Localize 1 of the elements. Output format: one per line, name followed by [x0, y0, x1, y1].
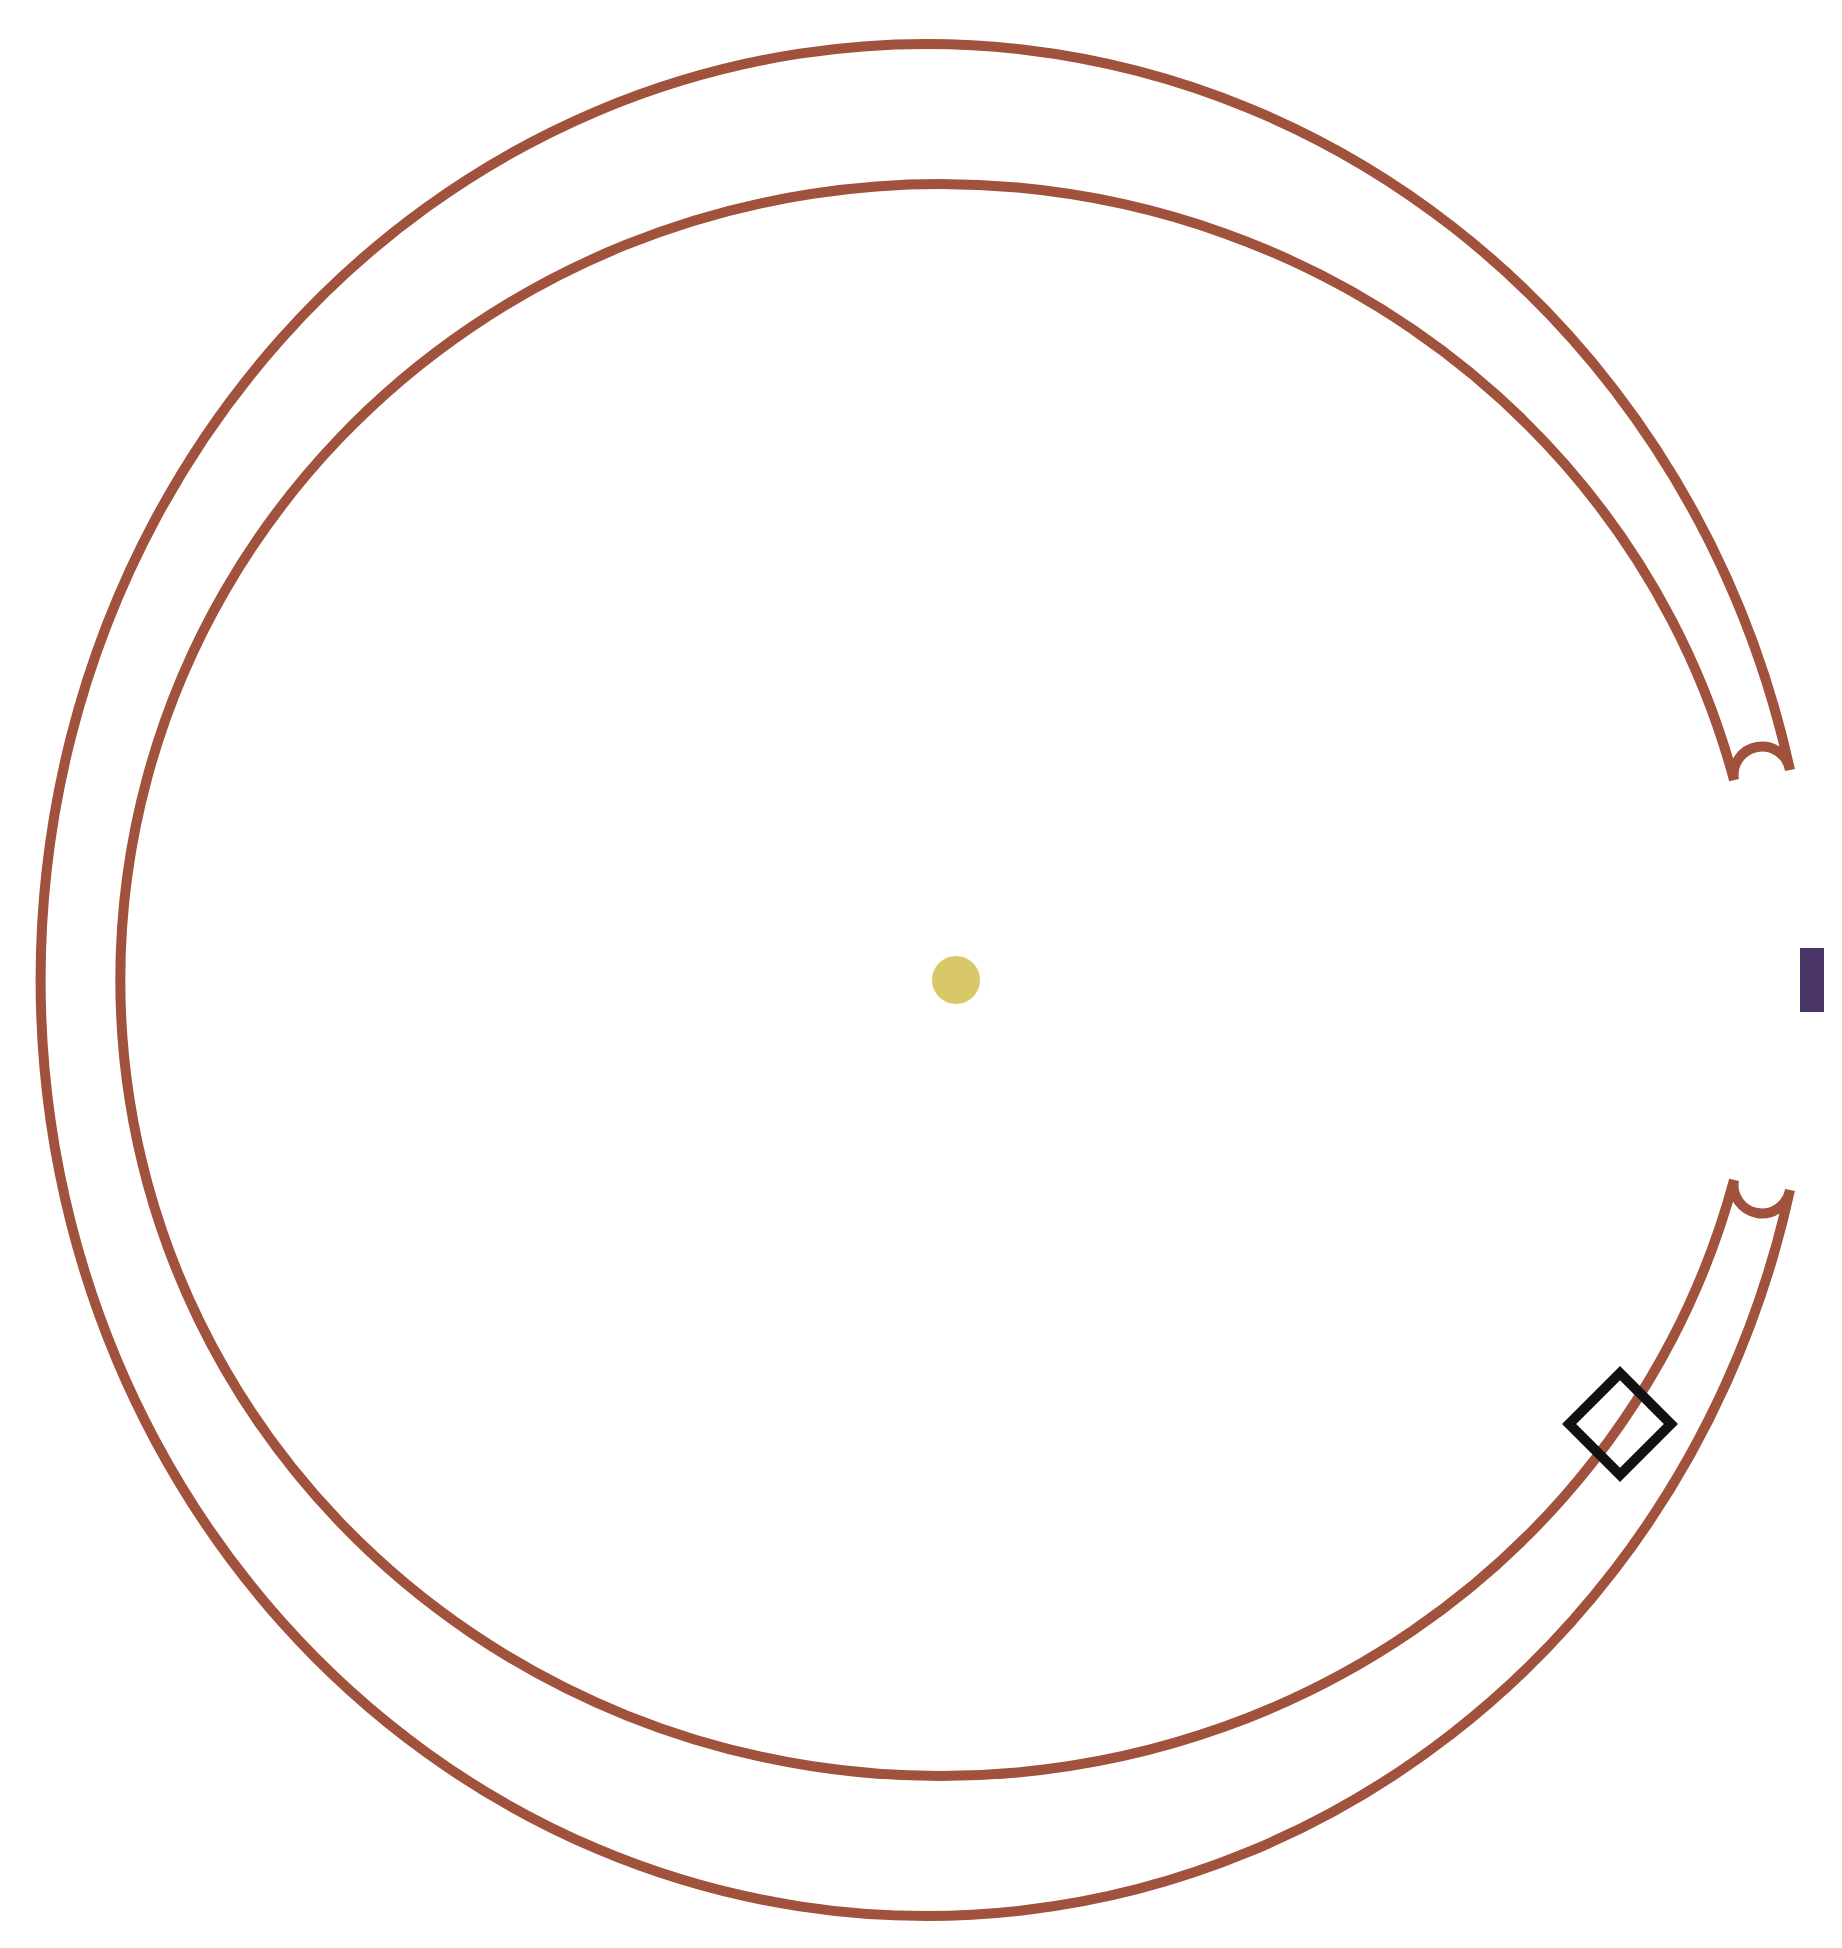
- split-ring-drawing: [37, 40, 1824, 1920]
